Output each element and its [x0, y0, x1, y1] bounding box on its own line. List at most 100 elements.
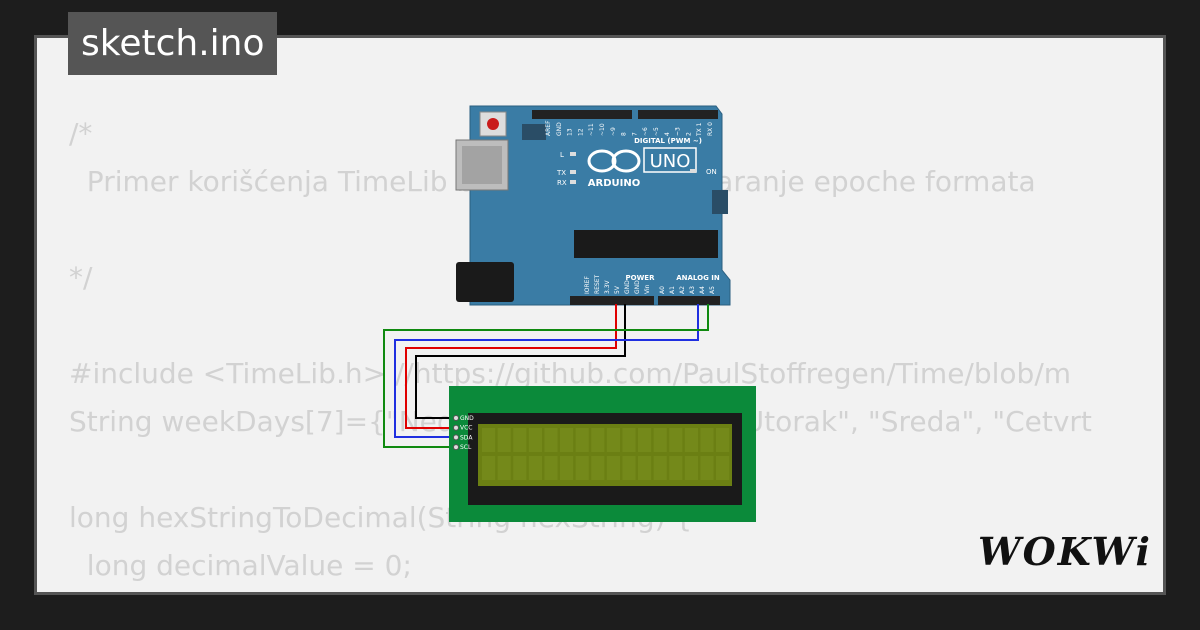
lcd-cell — [497, 456, 511, 480]
lcd-cell — [528, 428, 542, 452]
analog-pin-label: A2 — [679, 286, 686, 294]
lcd-cell — [591, 428, 605, 452]
lcd-cell — [669, 456, 683, 480]
lcd-cell — [513, 456, 527, 480]
wire-scl[interactable] — [383, 304, 709, 448]
led-tx-label: TX — [556, 169, 566, 177]
lcd-cell — [638, 428, 652, 452]
digital-pin-label: 7 — [631, 132, 638, 136]
lcd-cell — [606, 456, 620, 480]
lcd1602-display[interactable]: GND VCC SDA SCL — [449, 386, 756, 522]
lcd-cell — [575, 456, 589, 480]
arduino-uno-board[interactable]: UNO ARDUINO DIGITAL (PWM ~) POWER ANALOG… — [455, 105, 731, 306]
digital-pin-label: ~10 — [599, 123, 606, 136]
lcd-cell — [653, 456, 667, 480]
digital-pwm-label: DIGITAL (PWM ~) — [634, 137, 702, 145]
digital-pin-label: ~3 — [675, 127, 682, 136]
digital-pin-label: 2 — [685, 132, 692, 136]
power-pin-label: GND — [624, 280, 631, 294]
lcd-cell — [591, 456, 605, 480]
power-label: POWER — [626, 274, 656, 282]
board-model-label: UNO — [650, 151, 691, 172]
lcd-cell — [560, 456, 574, 480]
digital-pin-label: ~5 — [653, 127, 660, 136]
wire-sda[interactable] — [394, 304, 699, 438]
analog-pin-label: A0 — [659, 286, 666, 294]
digital-pin-label: ~9 — [610, 127, 617, 136]
analog-pin-label: A1 — [669, 286, 676, 294]
power-pin-label: 5V — [614, 285, 621, 294]
power-pin-label: GND — [634, 280, 641, 294]
lcd-pin-label: SDA — [460, 434, 473, 441]
lcd-cell — [684, 456, 698, 480]
board-logo-text: ARDUINO — [588, 178, 640, 189]
lcd-cell — [700, 428, 714, 452]
lcd-cell — [716, 456, 730, 480]
microcontroller-chip — [574, 230, 718, 258]
wire-gnd[interactable] — [415, 304, 626, 419]
lcd-pin[interactable] — [453, 444, 459, 451]
lcd-cell — [669, 428, 683, 452]
lcd-i2c-pins: GND VCC SDA SCL — [453, 415, 474, 451]
analog-pin-label: A5 — [709, 286, 716, 294]
led-l-label: L — [560, 151, 564, 159]
lcd-cell — [560, 428, 574, 452]
lcd-pin-label: GND — [460, 415, 474, 422]
power-pin-label: 3.3V — [604, 279, 611, 294]
wokwi-logo: WOKWi — [978, 529, 1152, 574]
wire-vcc[interactable] — [405, 304, 617, 429]
lcd-cell — [513, 428, 527, 452]
lcd-character-cells — [482, 428, 730, 480]
digital-pin-label: AREF — [545, 120, 552, 136]
icsp-header-top — [522, 124, 728, 214]
usb-connector-inner — [462, 146, 502, 184]
digital-pin-label: TX 1 — [696, 122, 703, 137]
lcd-cell — [700, 456, 714, 480]
lcd-pin[interactable] — [453, 434, 459, 441]
power-jack — [456, 262, 514, 302]
analog-in-label: ANALOG IN — [676, 274, 720, 282]
lcd-cell — [653, 428, 667, 452]
lcd-cell — [716, 428, 730, 452]
power-pin-label: IOREF — [584, 276, 591, 294]
arduino-infinity-logo — [587, 149, 641, 173]
lcd-cell — [482, 456, 496, 480]
lcd-cell — [497, 428, 511, 452]
sketch-file-title: sketch.ino — [68, 12, 278, 75]
digital-pin-label: 8 — [621, 132, 628, 136]
led-rx-label: RX — [557, 179, 567, 187]
digital-pin-label: RX 0 — [707, 122, 714, 136]
lcd-cell — [544, 428, 558, 452]
digital-pin-label: 13 — [567, 128, 574, 136]
analog-pin-label: A4 — [699, 286, 706, 294]
analog-header — [658, 296, 720, 305]
reset-button-cap — [487, 118, 499, 130]
lcd-cell — [622, 428, 636, 452]
analog-pin-label: A3 — [689, 286, 696, 294]
lcd-cell — [622, 456, 636, 480]
digital-pin-label: 12 — [577, 128, 584, 136]
lcd-cell — [684, 428, 698, 452]
lcd-cell — [544, 456, 558, 480]
lcd-pin[interactable] — [453, 415, 459, 421]
digital-pin-label: 4 — [664, 132, 671, 136]
lcd-cell — [528, 456, 542, 480]
digital-pin-label: ~6 — [642, 127, 649, 136]
digital-header-right — [638, 110, 718, 119]
lcd-pin-label: SCL — [460, 444, 472, 451]
power-pin-label: RESET — [594, 274, 601, 294]
power-header — [570, 296, 654, 305]
lcd-pin-label: VCC — [460, 425, 472, 432]
digital-pin-label: ~11 — [588, 123, 595, 136]
digital-header-left — [532, 110, 632, 119]
digital-pin-label: GND — [556, 122, 563, 136]
wires — [383, 304, 709, 448]
power-pin-label: Vin — [644, 284, 651, 294]
uno-label-box — [643, 147, 697, 173]
status-leds — [570, 152, 696, 184]
lcd-pin[interactable] — [453, 424, 459, 431]
